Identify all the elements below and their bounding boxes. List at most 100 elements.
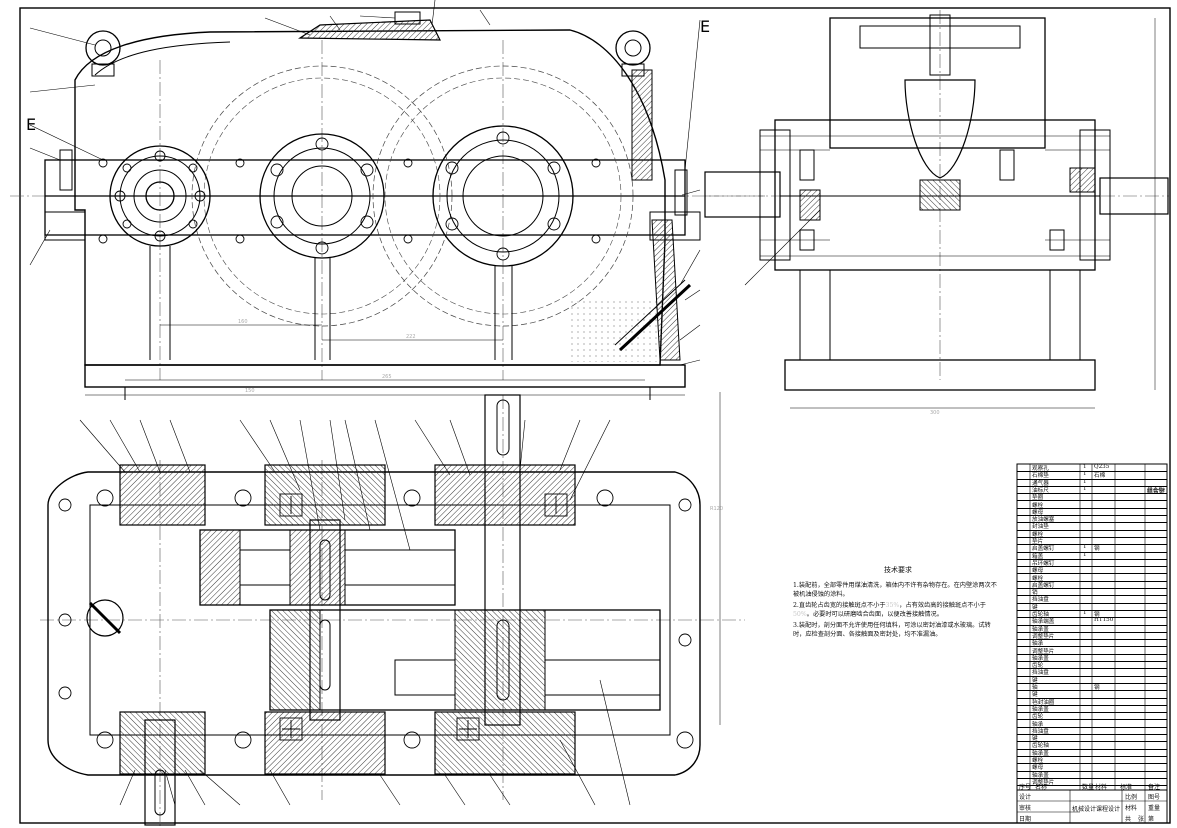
title-label-date: 日期 (1019, 816, 1032, 823)
bom-cell-name: 箱盖 (1032, 553, 1044, 560)
bom-row: 吊环螺钉 (1017, 559, 1167, 568)
front-view (10, 0, 765, 400)
bom-cell-name: 放油螺塞 (1032, 517, 1055, 524)
bom-cell-name: 轴承 (1032, 721, 1044, 728)
title-label-material: 材料 (1125, 805, 1138, 812)
bom-header-no: 序号 (1019, 784, 1032, 791)
bom-cell-name: 螺栓 (1032, 758, 1044, 764)
view-letter-e-left: E (26, 115, 36, 134)
bom-cell-name: 销 (1032, 590, 1038, 597)
bom-row: 螺母 (1017, 508, 1167, 517)
bom-row: 齿轮轴 (1017, 741, 1167, 750)
drawing-title: 机械设计课程设计 (1072, 806, 1121, 813)
bom-row: 轴承盖 (1017, 625, 1167, 633)
bom-row: 封油垫 (1017, 522, 1167, 531)
bom-row: 轴承盖 (1017, 705, 1167, 714)
bom-cell-name: 观察孔 (1032, 466, 1049, 472)
bom-cell-material: 钢 (1094, 546, 1100, 553)
bom-cell-name: 启盖螺钉 (1032, 582, 1055, 589)
bom-cell-qty: 1 (1083, 464, 1087, 470)
dim-label: 222 (406, 334, 416, 340)
bom-row: 螺栓 (1017, 501, 1167, 509)
bom-cell-name: 封油垫 (1032, 524, 1049, 531)
bom-row: 轴承盖 (1017, 654, 1167, 663)
bom-row: 螺栓 (1017, 756, 1167, 765)
bom-cell-name: 油标尺 (1032, 487, 1049, 494)
bom-cell-name: 轴承盖 (1032, 750, 1049, 757)
bom-cell-name: 轴承盖 (1032, 655, 1049, 662)
bom-row: 键 (1017, 734, 1167, 743)
dim-label: 300 (930, 410, 940, 416)
bom-row: 螺母 (1017, 566, 1167, 575)
title-label-total: 共 (1125, 816, 1132, 823)
view-letter-e-top: E (700, 17, 710, 36)
bom-row: 齿轮 (1017, 712, 1167, 721)
bom-row: 放油螺塞 (1017, 515, 1167, 524)
bom-cell-name: 齿轮轴 (1032, 743, 1049, 750)
bom-cell-name: 吊环螺钉 (1032, 560, 1055, 567)
bom-header-name: 名称 (1035, 784, 1048, 791)
bom-row: 轴承盖 (1017, 749, 1167, 757)
bom-cell-note: 组合件 (1147, 487, 1164, 494)
bom-row: 螺栓 (1017, 574, 1167, 582)
bom-cell-name: 轴 (1032, 685, 1038, 691)
bom-row: 键 (1017, 676, 1167, 684)
bom-cell-name: 齿轮 (1032, 663, 1044, 670)
bom-cell-qty: 1 (1083, 478, 1087, 485)
bom-cell-name: 调整垫片 (1032, 779, 1055, 786)
bom-cell-name: 轴承端盖 (1032, 619, 1055, 626)
tech-title: 技术要求 (884, 566, 912, 574)
title-label-weight: 重量 (1148, 805, 1161, 812)
tech-item-3: 3.装配时，剖分面不允许使用任何填料，可涂以密封油漆或水玻璃。试转时，应检查剖分… (793, 622, 991, 638)
bom-row: 键 (1017, 690, 1167, 699)
bom-cell-name: 毡封油圈 (1032, 699, 1055, 706)
dim-label: 160 (238, 319, 248, 325)
bom-cell-qty: 1 (1083, 485, 1087, 492)
bom-row: 启盖螺钉 (1017, 581, 1167, 590)
bom-cell-name: 调整垫片 (1032, 648, 1055, 655)
bom-cell-name: 挡油盘 (1032, 670, 1049, 677)
bom-cell-name: 挡油盘 (1032, 597, 1049, 604)
bom-cell-name: 调整垫片 (1032, 633, 1055, 640)
dim-label: R120 (710, 506, 723, 512)
bom-header-qty: 数量 (1082, 784, 1095, 791)
bom-row: 挡油盘 (1017, 595, 1167, 604)
bom-cell-name: 通气器 (1032, 480, 1049, 487)
bom-cell-name: 轴承 (1032, 641, 1044, 648)
technical-requirements: 技术要求 1.装配前，全部零件用煤油清洗，箱体内不许有杂物存在。在内壁涂两次不被… (793, 566, 1003, 641)
bom-cell-name: 螺母 (1032, 509, 1044, 516)
bom-row: 毡封油圈 (1017, 698, 1167, 706)
bom-cell-qty: 1 (1083, 544, 1087, 551)
bom-cell-name: 启盖螺钉 (1032, 546, 1055, 553)
bom-cell-qty: 1 (1083, 551, 1087, 558)
bom-cell-name: 螺栓 (1032, 502, 1044, 509)
bom-cell-name: 螺栓 (1032, 531, 1044, 538)
plan-view (40, 392, 745, 828)
bom-cell-name: 齿轮 (1032, 714, 1044, 721)
bom-row: 调整垫片 (1017, 647, 1167, 655)
tech-item-2: 2.直齿轮占齿宽的接触斑点不小于35%，占有效齿高的接触斑点不小于50%。必要时… (793, 602, 986, 618)
bom-cell-name: 垫圈 (1032, 495, 1044, 502)
bom-cell-material: 钢 (1094, 685, 1100, 691)
bom-row: 箱盖 1 (1017, 552, 1167, 560)
bom-row: 销 (1017, 588, 1167, 597)
bom-cell-name: 轴承盖 (1032, 706, 1049, 713)
bom-header-note: 备注 (1148, 784, 1161, 791)
bom-row: 轴承 (1017, 639, 1167, 648)
bom-row: 油标尺 1 组合件 (1017, 485, 1167, 495)
bom-cell-name: 螺母 (1032, 765, 1044, 772)
title-label-sheet-no: 第 (1148, 816, 1155, 823)
bom-cell-name: 螺栓 (1032, 575, 1044, 582)
dim-label: 265 (382, 374, 392, 380)
bom-row: 挡油盘 (1017, 668, 1167, 677)
bom-cell-name: 挡油盘 (1032, 728, 1049, 735)
bom-cell-name: 轴承盖 (1032, 626, 1049, 633)
bom-cell-name: 轴承盖 (1032, 772, 1049, 779)
bom-row: 轴钢 (1017, 683, 1167, 692)
bom-cell-name: 螺母 (1032, 568, 1044, 575)
